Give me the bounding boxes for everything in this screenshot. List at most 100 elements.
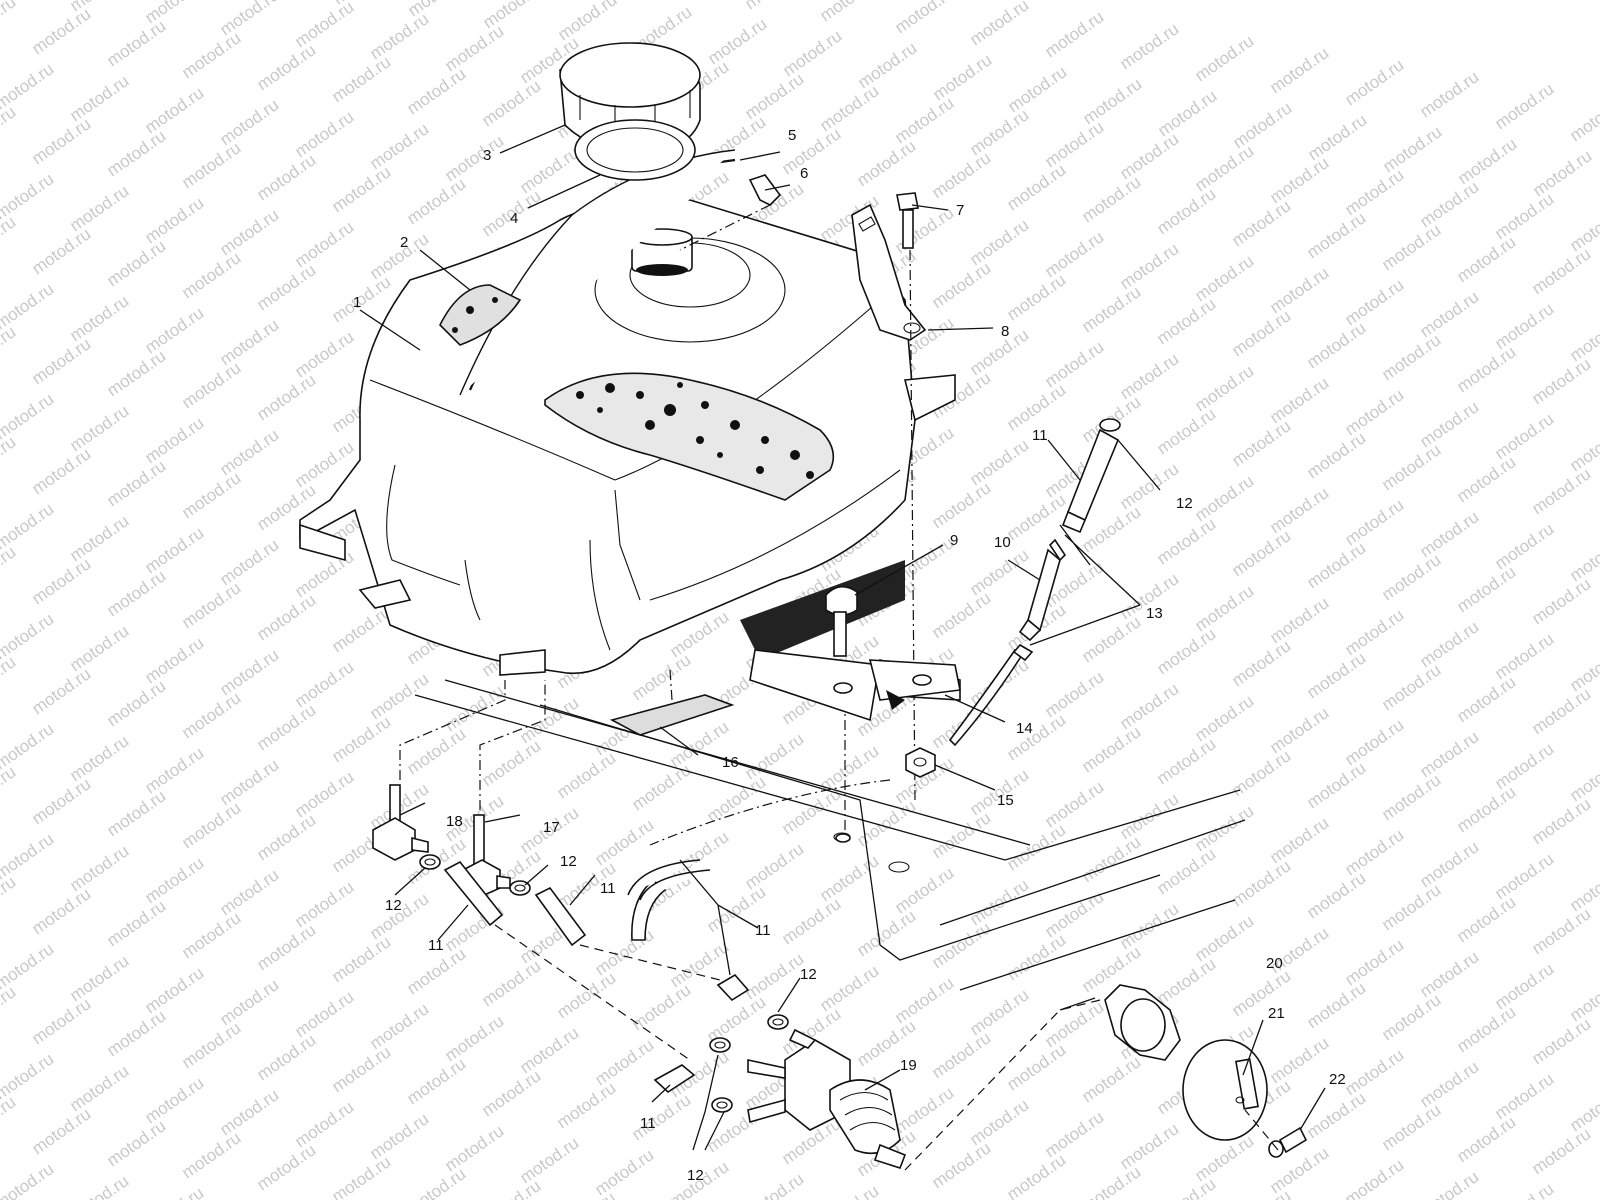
watermark-text: motod.ru <box>66 951 132 1005</box>
watermark-text: motod.ru <box>178 358 244 412</box>
watermark-text: motod.ru <box>1228 526 1294 580</box>
watermark-text: motod.ru <box>778 894 844 948</box>
watermark-text: motod.ru <box>1266 593 1332 647</box>
watermark-text: motod.ru <box>66 1061 132 1115</box>
watermark-text: motod.ru <box>1528 794 1594 848</box>
watermark-text: motod.ru <box>1416 947 1482 1001</box>
watermark-text: motod.ru <box>854 38 920 92</box>
callout-16: 16 <box>722 754 739 771</box>
watermark-text: motod.ru <box>1416 837 1482 891</box>
watermark-text: motod.ru <box>1041 667 1107 721</box>
watermark-text: motod.ru <box>0 542 19 596</box>
watermark-text: motod.ru <box>141 853 207 907</box>
watermark-text: motod.ru <box>1453 1002 1519 1056</box>
watermark-text: motod.ru <box>253 150 319 204</box>
callout-14: 14 <box>1016 720 1033 737</box>
watermark-text: motod.ru <box>928 478 994 532</box>
watermark-text: motod.ru <box>178 248 244 302</box>
watermark-text: motod.ru <box>1341 605 1407 659</box>
watermark-text: motod.ru <box>1078 832 1144 886</box>
watermark-text: motod.ru <box>216 645 282 699</box>
watermark-text: motod.ru <box>141 413 207 467</box>
watermark-text: motod.ru <box>103 786 169 840</box>
watermark-text: motod.ru <box>291 0 357 51</box>
watermark-text: motod.ru <box>1191 581 1257 635</box>
watermark-text: motod.ru <box>1341 825 1407 879</box>
callout-12-c: 12 <box>560 853 577 870</box>
watermark-text: motod.ru <box>891 973 957 1027</box>
callout-2: 2 <box>400 234 408 251</box>
watermark-text: motod.ru <box>141 1073 207 1127</box>
watermark-text: motod.ru <box>966 545 1032 599</box>
watermark-text: motod.ru <box>1491 409 1557 463</box>
watermark-text: motod.ru <box>779 26 845 80</box>
watermark-text: motod.ru <box>1266 1033 1332 1087</box>
watermark-text: motod.ru <box>816 81 882 135</box>
watermark-text: motod.ru <box>1041 777 1107 831</box>
watermark-text: motod.ru <box>1454 134 1520 188</box>
watermark-text: motod.ru <box>141 193 207 247</box>
watermark-text: motod.ru <box>328 162 394 216</box>
watermark-text: motod.ru <box>1341 55 1407 109</box>
watermark-text: motod.ru <box>178 1128 244 1182</box>
watermark-text: motod.ru <box>1341 1155 1407 1200</box>
watermark-text: motod.ru <box>1228 196 1294 250</box>
watermark-text: motod.ru <box>366 669 432 723</box>
watermark-text: motod.ru <box>328 932 394 986</box>
watermark-text: motod.ru <box>966 875 1032 929</box>
watermark-text: motod.ru <box>141 83 207 137</box>
watermark-text: motod.ru <box>1378 220 1444 274</box>
watermark-text: motod.ru <box>1304 110 1370 164</box>
watermark-text: motod.ru <box>1378 770 1444 824</box>
watermark-text: motod.ru <box>253 920 319 974</box>
watermark-text: motod.ru <box>1191 911 1257 965</box>
watermark-text: motod.ru <box>1491 1179 1557 1200</box>
watermark-text: motod.ru <box>66 291 132 345</box>
watermark-text: motod.ru <box>1041 1107 1107 1161</box>
watermark-text: motod.ru <box>1116 1119 1182 1173</box>
watermark-text: motod.ru <box>1378 1100 1444 1154</box>
watermark-text: motod.ru <box>1191 141 1257 195</box>
watermark-text: motod.ru <box>28 444 94 498</box>
watermark-text: motod.ru <box>1491 739 1557 793</box>
watermark-text: motod.ru <box>66 401 132 455</box>
callout-4: 4 <box>510 210 518 227</box>
watermark-text: motod.ru <box>1491 1069 1557 1123</box>
watermark-text: motod.ru <box>1153 624 1219 678</box>
watermark-text: motod.ru <box>1191 471 1257 525</box>
watermark-text: motod.ru <box>1229 98 1295 152</box>
watermark-text: motod.ru <box>0 652 19 706</box>
watermark-text: motod.ru <box>103 676 169 730</box>
watermark-text: motod.ru <box>1153 294 1219 348</box>
watermark-text: motod.ru <box>1228 416 1294 470</box>
watermark-text: motod.ru <box>1266 483 1332 537</box>
watermark-text: motod.ru <box>1266 43 1332 97</box>
watermark-text: motod.ru <box>1416 287 1482 341</box>
watermark-text: motod.ru <box>1303 1088 1369 1142</box>
watermark-text: motod.ru <box>1078 172 1144 226</box>
watermark-text: motod.ru <box>66 511 132 565</box>
watermark-text: motod.ru <box>1303 868 1369 922</box>
watermark-text: motod.ru <box>1528 1124 1594 1178</box>
watermark-text: motod.ru <box>1416 727 1482 781</box>
watermark-text: motod.ru <box>1416 177 1482 231</box>
watermark-text: motod.ru <box>591 1145 657 1199</box>
watermark-text: motod.ru <box>1416 397 1482 451</box>
watermark-text: motod.ru <box>1041 337 1107 391</box>
watermark-text: motod.ru <box>328 712 394 766</box>
watermark-text: motod.ru <box>103 566 169 620</box>
watermark-text: motod.ru <box>1116 459 1182 513</box>
watermark-text: motod.ru <box>1041 117 1107 171</box>
watermark-text: motod.ru <box>891 93 957 147</box>
watermark-text: motod.ru <box>441 1011 507 1065</box>
watermark-text: motod.ru <box>1528 244 1594 298</box>
watermark-text: motod.ru <box>291 1097 357 1151</box>
watermark-text: motod.ru <box>103 346 169 400</box>
watermark-text: motod.ru <box>1153 954 1219 1008</box>
watermark-text: motod.ru <box>1153 184 1219 238</box>
bottom-bracket <box>749 649 961 722</box>
watermark-text: motod.ru <box>328 52 394 106</box>
watermark-text: motod.ru <box>103 896 169 950</box>
watermark-text: motod.ru <box>816 1181 882 1200</box>
watermark-text: motod.ru <box>103 126 169 180</box>
